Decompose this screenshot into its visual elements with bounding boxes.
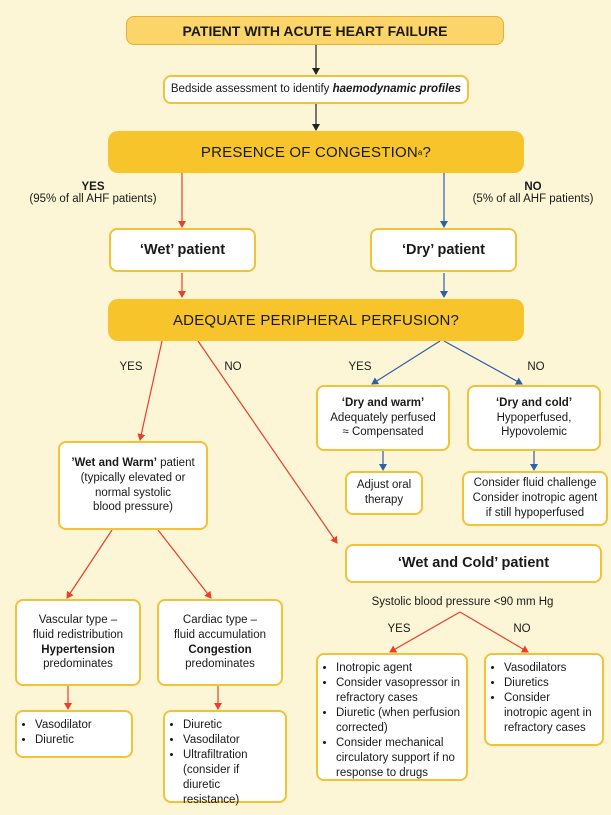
cardiac-line3: predominates xyxy=(185,658,255,671)
arrow-perfusion-to-dry-cold xyxy=(443,340,523,385)
arrow-wetwarm-to-cardiac xyxy=(157,529,212,599)
arrow-perfusion-to-wet-cold xyxy=(197,340,338,544)
wet-warm-line2: normal systolic xyxy=(94,486,172,499)
cold-yes-treatment-box: Inotropic agent Consider vasopressor in … xyxy=(316,653,468,781)
list-item: Diuretic (when perfusion corrected) xyxy=(336,706,460,736)
dry-warm-title: ‘Dry and warm’ xyxy=(341,396,425,409)
congestion-question: PRESENCE OF CONGESTION xyxy=(200,143,418,161)
cardiac-line1: Cardiac type – xyxy=(182,613,258,626)
wet-cold-label: ‘Wet and Cold’ patient xyxy=(397,555,550,572)
arrow-wetwarm-to-vascular xyxy=(66,529,113,599)
wet-patient-label: ‘Wet’ patient xyxy=(139,241,226,258)
vascular-type-box: Vascular type – fluid redistribution Hyp… xyxy=(15,599,141,686)
assessment-emphasis: haemodynamic profiles xyxy=(332,83,462,96)
perfusion-banner: ADEQUATE PERIPHERAL PERFUSION? xyxy=(108,299,524,341)
dry-cold-box: ‘Dry and cold’ Hypoperfused, Hypovolemic xyxy=(467,385,601,451)
wet-yes-label: YES xyxy=(119,361,143,373)
fluid-line2: Consider inotropic agent xyxy=(472,492,598,505)
wet-no-label: NO xyxy=(224,361,242,373)
congestion-no: NO xyxy=(524,181,542,193)
cardiac-treatment-box: Diuretic Vasodilator Ultrafiltration (co… xyxy=(163,710,287,806)
cardiac-treatment-list: Diuretic Vasodilator Ultrafiltration (co… xyxy=(171,718,279,808)
wet-warm-title: ’Wet and Warm’ xyxy=(71,456,157,469)
wet-cold-box: ‘Wet and Cold’ patient xyxy=(345,544,602,583)
list-item: Consider inotropic agent in refractory c… xyxy=(504,691,596,736)
cardiac-line2: fluid accumulation xyxy=(173,628,267,641)
fluid-line1: Consider fluid challenge xyxy=(473,477,597,490)
assessment-prefix: Bedside assessment to identify xyxy=(170,83,333,96)
vascular-treatment-box: Vasodilator Diuretic xyxy=(15,710,133,758)
cardiac-type-box: Cardiac type – fluid accumulation Conges… xyxy=(157,599,283,686)
list-item: Diuretic xyxy=(35,733,92,748)
congestion-yes: YES xyxy=(81,181,105,193)
title-box: PATIENT WITH ACUTE HEART FAILURE xyxy=(126,16,504,45)
list-item: Ultrafiltration (consider if diuretic re… xyxy=(183,748,279,808)
fluid-line3: if still hypoperfused xyxy=(485,506,585,519)
list-item: Diuretic xyxy=(183,718,279,733)
list-item: Diuretics xyxy=(504,676,596,691)
dry-patient-box: ‘Dry’ patient xyxy=(370,228,517,272)
sbp-label: Systolic blood pressure <90 mm Hg xyxy=(371,596,554,608)
dry-patient-label: ‘Dry’ patient xyxy=(402,241,485,258)
dry-no-label: NO xyxy=(527,361,545,373)
vascular-treatment-list: Vasodilator Diuretic xyxy=(23,718,92,748)
adjust-line2: therapy xyxy=(364,494,404,506)
arrow-sbp-to-cold-no xyxy=(459,611,529,653)
congestion-yes-note: (95% of all AHF patients) xyxy=(29,193,157,205)
sbp-yes-label: YES xyxy=(387,623,411,635)
cold-no-treatment-list: Vasodilators Diuretics Consider inotropi… xyxy=(492,661,596,736)
list-item: Consider vasopressor in refractory cases xyxy=(336,676,460,706)
wet-warm-title-suffix: patient xyxy=(156,456,195,469)
arrow-perfusion-to-wet-warm xyxy=(137,340,163,441)
dry-cold-line2: Hypovolemic xyxy=(501,426,567,439)
wet-patient-box: ‘Wet’ patient xyxy=(109,228,256,272)
cold-yes-treatment-list: Inotropic agent Consider vasopressor in … xyxy=(324,661,460,781)
vascular-line1: Vascular type – xyxy=(38,613,118,626)
fluid-challenge-box: Consider fluid challenge Consider inotro… xyxy=(462,471,608,526)
vascular-emphasis: Hypertension xyxy=(41,643,115,656)
congestion-no-label: NO (5% of all AHF patients) xyxy=(458,181,608,205)
list-item: Vasodilator xyxy=(183,733,279,748)
congestion-suffix: ? xyxy=(422,143,432,161)
list-item: Vasodilators xyxy=(504,661,596,676)
dry-cold-line1: Hypoperfused, xyxy=(496,411,572,424)
dry-yes-label: YES xyxy=(348,361,372,373)
congestion-footnote: a xyxy=(417,147,423,157)
arrow-perfusion-to-dry-warm xyxy=(371,340,441,385)
congestion-yes-label: YES (95% of all AHF patients) xyxy=(18,181,168,205)
wet-warm-line3: blood pressure) xyxy=(93,501,173,514)
vascular-line2: fluid redistribution xyxy=(32,628,124,641)
wet-warm-box: ’Wet and Warm’ patient (typically elevat… xyxy=(58,441,208,530)
perfusion-question: ADEQUATE PERIPHERAL PERFUSION? xyxy=(172,311,460,329)
title-text: PATIENT WITH ACUTE HEART FAILURE xyxy=(182,22,448,39)
dry-cold-title: ‘Dry and cold’ xyxy=(495,396,573,409)
cardiac-emphasis: Congestion xyxy=(188,643,252,656)
dry-warm-line2: ≈ Compensated xyxy=(342,426,424,439)
wet-warm-line1: (typically elevated or xyxy=(80,471,186,484)
cold-no-treatment-box: Vasodilators Diuretics Consider inotropi… xyxy=(484,653,604,746)
congestion-no-note: (5% of all AHF patients) xyxy=(472,193,594,205)
sbp-no-label: NO xyxy=(513,623,531,635)
dry-warm-line1: Adequately perfused xyxy=(330,411,436,424)
vascular-line3: predominates xyxy=(43,658,113,671)
list-item: Vasodilator xyxy=(35,718,92,733)
assessment-box: Bedside assessment to identify haemodyna… xyxy=(163,75,469,104)
list-item: Inotropic agent xyxy=(336,661,460,676)
list-item: Consider mechanical circulatory support … xyxy=(336,736,460,781)
arrow-sbp-to-cold-yes xyxy=(389,611,461,653)
adjust-line1: Adjust oral xyxy=(356,479,412,492)
wet-warm-title-line: ’Wet and Warm’ patient xyxy=(71,456,194,471)
dry-warm-box: ‘Dry and warm’ Adequately perfused ≈ Com… xyxy=(316,385,450,451)
adjust-therapy-box: Adjust oral therapy xyxy=(345,471,423,515)
